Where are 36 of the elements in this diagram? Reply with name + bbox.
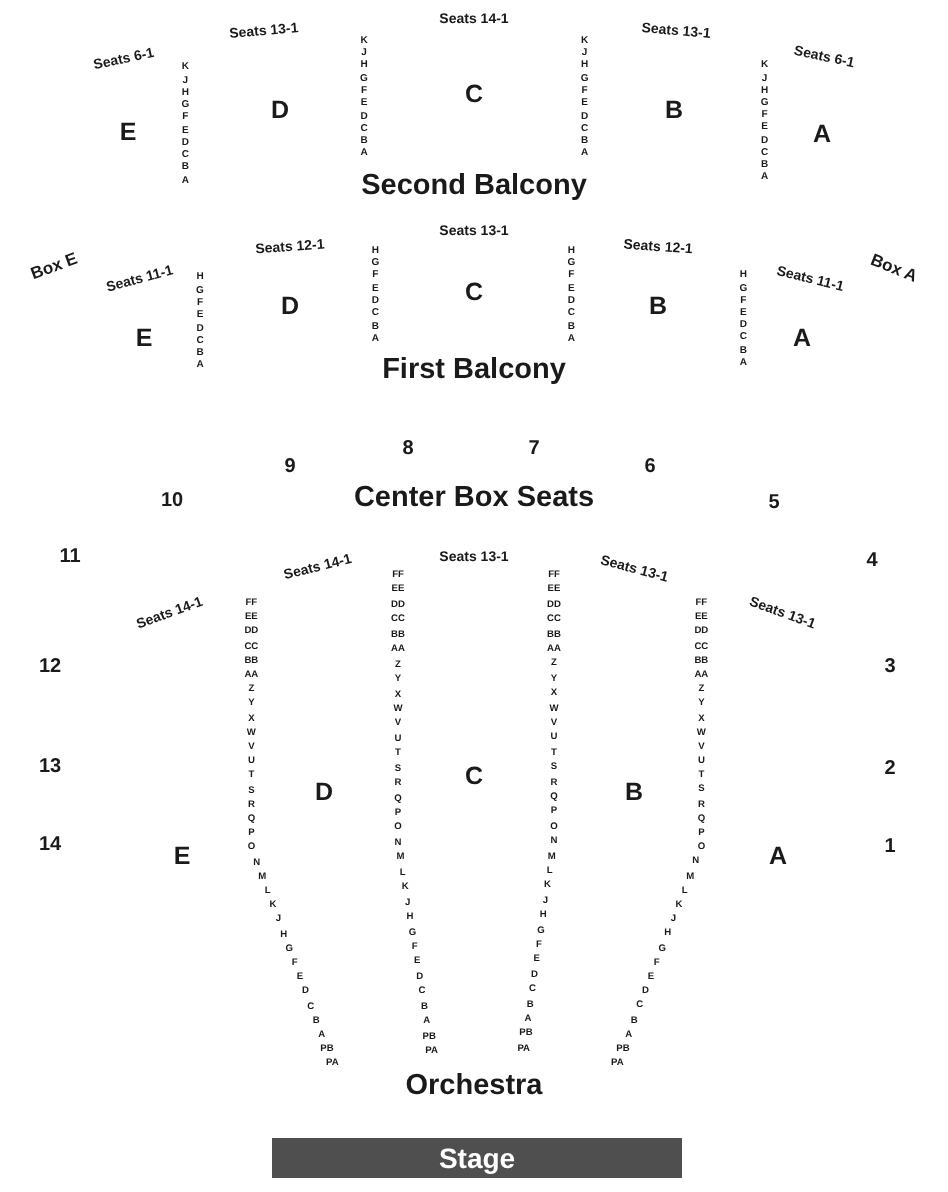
box-number: 13	[38, 758, 62, 778]
section-letter: A	[768, 843, 788, 869]
section-letter: D	[270, 97, 290, 123]
section-letter: C	[464, 81, 484, 107]
box-number: 2	[884, 760, 896, 780]
box-number: 5	[768, 494, 780, 514]
section-letter: E	[119, 119, 137, 145]
section-title: Center Box Seats	[353, 483, 595, 513]
section-letter: B	[648, 293, 668, 319]
box-label: Box E	[28, 249, 80, 283]
section-title: Second Balcony	[361, 171, 587, 201]
section-letter: C	[464, 279, 484, 305]
box-number: 8	[402, 440, 414, 460]
box-number: 10	[160, 492, 184, 512]
section-letter: D	[280, 293, 300, 319]
box-number: 6	[644, 458, 656, 478]
section-letter: C	[464, 763, 484, 789]
section-letter: B	[664, 97, 684, 123]
section-letter: D	[314, 779, 334, 805]
section-title: First Balcony	[382, 355, 566, 385]
stage-bar: Stage	[272, 1138, 682, 1178]
section-letter: E	[135, 325, 153, 351]
section-letter: A	[812, 121, 832, 147]
box-number: 11	[59, 548, 81, 568]
box-number: 1	[884, 838, 896, 858]
box-number: 3	[884, 658, 896, 678]
box-number: 12	[38, 658, 62, 678]
box-number: 14	[38, 836, 62, 856]
section-letter: B	[624, 779, 644, 805]
section-letter: E	[173, 843, 191, 869]
box-number: 4	[866, 552, 878, 572]
box-number: 9	[284, 458, 296, 478]
section-title: Orchestra	[405, 1071, 543, 1101]
box-label: Box A	[868, 251, 920, 285]
box-number: 7	[528, 440, 540, 460]
section-letter: A	[792, 325, 812, 351]
